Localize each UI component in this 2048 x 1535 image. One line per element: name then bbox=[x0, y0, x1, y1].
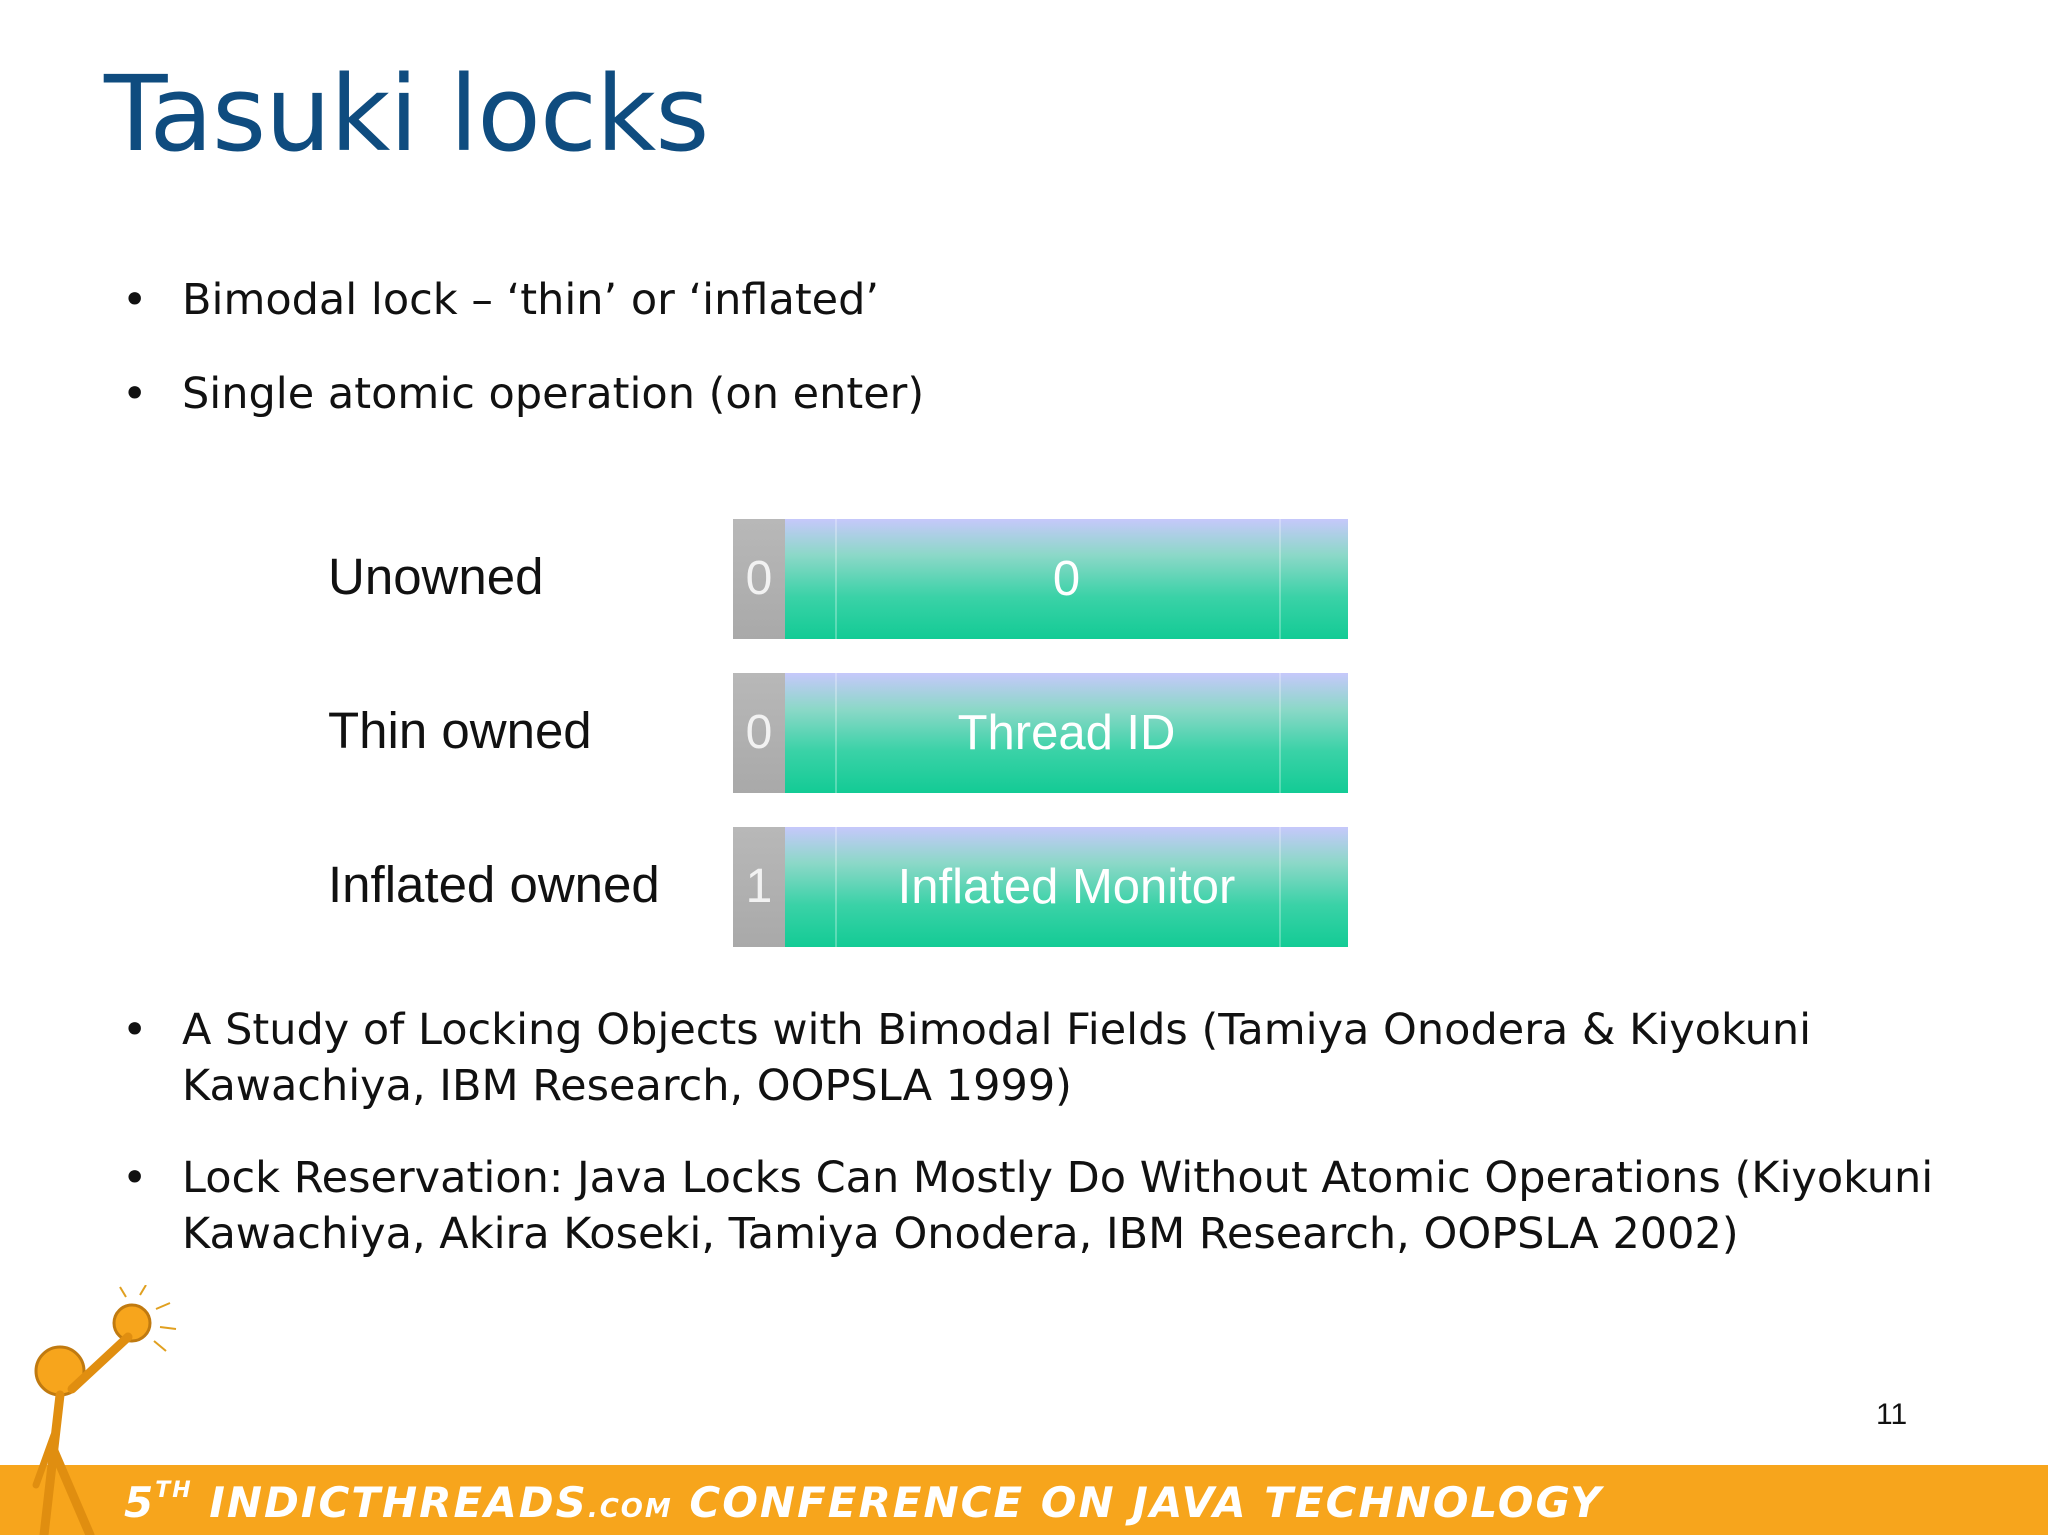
footer-tagline: CONFERENCE ON JAVA TECHNOLOGY bbox=[689, 1478, 1603, 1527]
page-number: 11 bbox=[1876, 1398, 1908, 1431]
lock-field-cell: Inflated Monitor bbox=[785, 827, 1348, 947]
slide-title: Tasuki locks bbox=[104, 53, 709, 175]
top-bullet-list: Bimodal lock – ‘thin’ or ‘inflated’ Sing… bbox=[118, 272, 1968, 422]
stick-figure-lightbulb-icon bbox=[32, 1285, 177, 1535]
inflation-bit-cell: 1 bbox=[733, 827, 785, 947]
footer-bar bbox=[0, 1465, 2048, 1535]
footer-ordinal: 5 bbox=[124, 1478, 156, 1527]
state-label: Thin owned bbox=[328, 702, 592, 759]
lock-row-thin-owned: Thin owned 0 Thread ID bbox=[0, 673, 2048, 793]
state-label: Inflated owned bbox=[328, 856, 660, 913]
bullet-item: Lock Reservation: Java Locks Can Mostly … bbox=[118, 1150, 1968, 1262]
lock-row-inflated-owned: Inflated owned 1 Inflated Monitor bbox=[0, 827, 2048, 947]
footer-ordinal-suffix: TH bbox=[155, 1478, 193, 1503]
bullet-item: Bimodal lock – ‘thin’ or ‘inflated’ bbox=[118, 272, 1968, 328]
state-label: Unowned bbox=[328, 548, 544, 605]
footer-site: INDICTHREADS bbox=[209, 1478, 588, 1527]
inflation-bit-cell: 0 bbox=[733, 673, 785, 793]
lock-field-cell: Thread ID bbox=[785, 673, 1348, 793]
footer-banner-text: 5TH INDICTHREADS.COM CONFERENCE ON JAVA … bbox=[124, 1478, 1603, 1527]
bullet-item: A Study of Locking Objects with Bimodal … bbox=[118, 1002, 1968, 1114]
lock-row-unowned: Unowned 0 0 bbox=[0, 519, 2048, 639]
bullet-item: Single atomic operation (on enter) bbox=[118, 366, 1968, 422]
reference-bullet-list: A Study of Locking Objects with Bimodal … bbox=[118, 1002, 1968, 1262]
footer-site-suffix: .COM bbox=[587, 1494, 673, 1524]
lock-field-cell: 0 bbox=[785, 519, 1348, 639]
inflation-bit-cell: 0 bbox=[733, 519, 785, 639]
